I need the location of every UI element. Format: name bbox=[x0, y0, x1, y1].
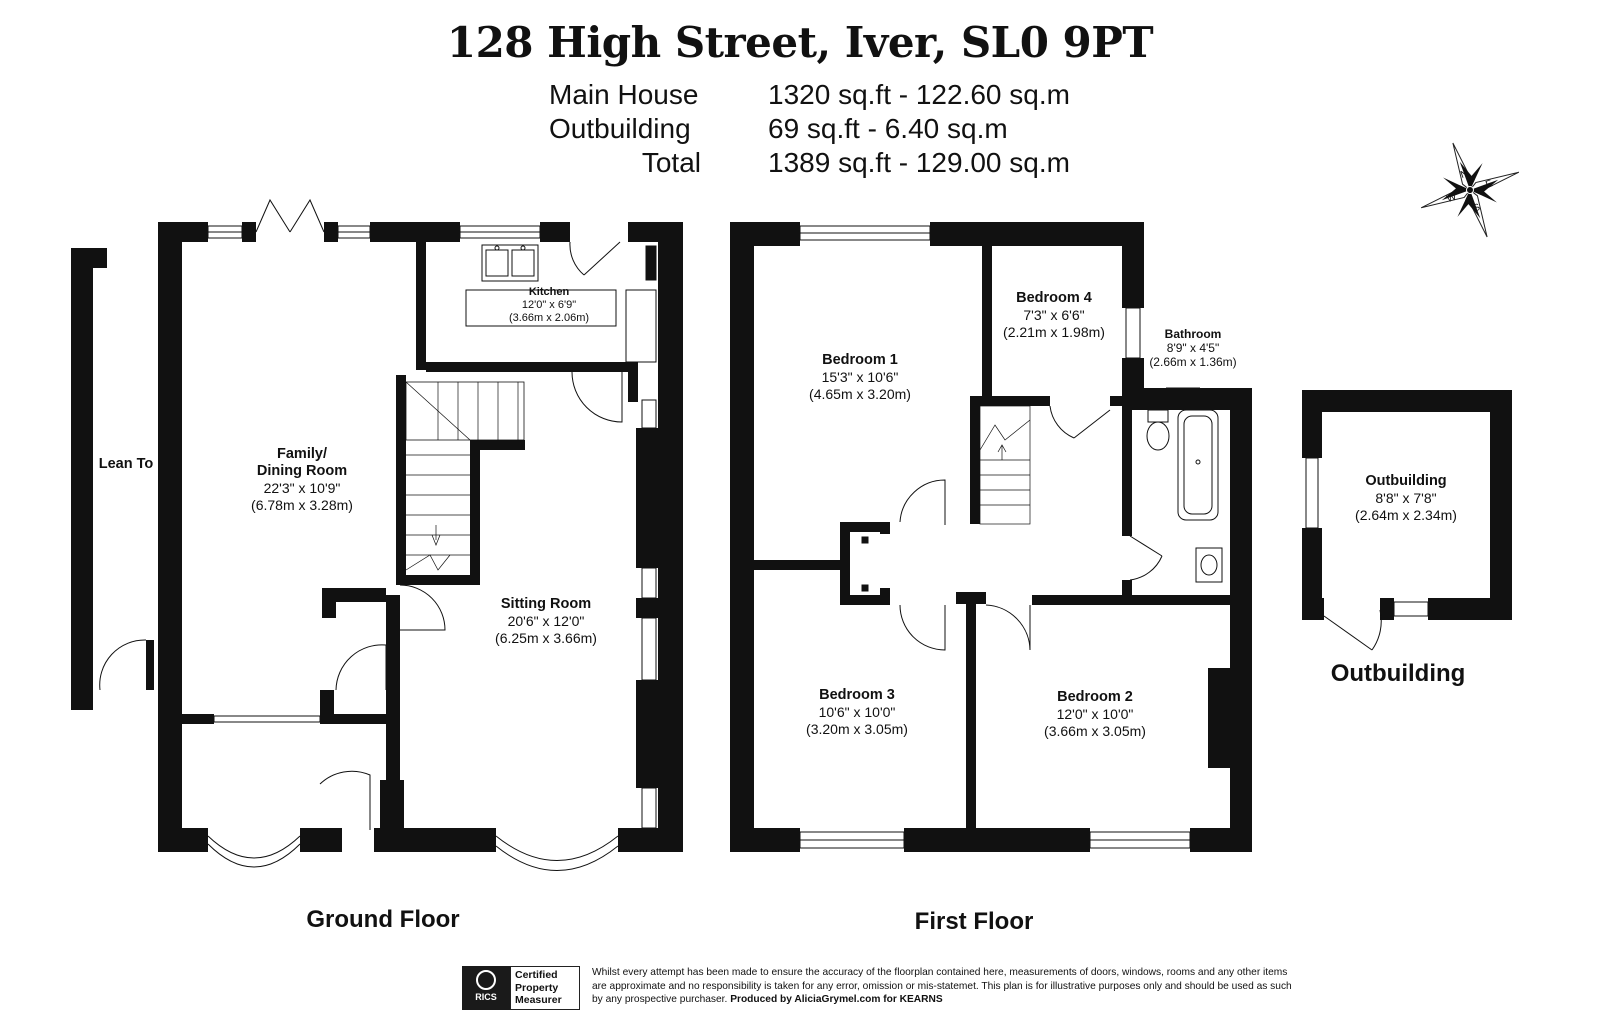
first-floor-fixtures bbox=[735, 225, 1223, 849]
room-kitchen: Kitchen 12'0" x 6'9" (3.66m x 2.06m) bbox=[509, 286, 589, 325]
room-name: Bedroom 4 bbox=[1016, 290, 1092, 306]
room-name: Family/ bbox=[277, 446, 327, 462]
area-label: Main House bbox=[549, 79, 699, 110]
room-name: Sitting Room bbox=[500, 596, 592, 612]
room-dims-imperial: 12'0" x 6'9" bbox=[521, 299, 577, 311]
outbuilding-label: Outbuilding bbox=[1330, 660, 1466, 687]
first-floor-walls bbox=[730, 222, 1252, 852]
ground-floor-fixtures bbox=[99, 198, 657, 871]
room-dims-metric: (3.66m x 3.05m) bbox=[1044, 723, 1146, 739]
first-floor-label: First Floor bbox=[914, 908, 1034, 935]
disclaimer-text: Whilst every attempt has been made to en… bbox=[592, 967, 1292, 1005]
compass-w: W bbox=[1445, 191, 1458, 205]
room-dims-metric: (2.64m x 2.34m) bbox=[1355, 507, 1457, 523]
area-value: 69 sq.ft - 6.40 sq.m bbox=[768, 113, 1008, 144]
ground-floor-label: Ground Floor bbox=[306, 906, 460, 933]
ground-floor-walls bbox=[71, 222, 683, 852]
room-lean-to: Lean To bbox=[99, 456, 154, 473]
room-bedroom-3: Bedroom 3 10'6" x 10'0" (3.20m x 3.05m) bbox=[806, 687, 908, 738]
area-label: Outbuilding bbox=[549, 113, 691, 144]
property-address: 128 High Street, Iver, SL0 9PT bbox=[446, 18, 1154, 67]
room-dims-imperial: 7'3" x 6'6" bbox=[1023, 307, 1085, 323]
room-dims-metric: (2.21m x 1.98m) bbox=[1003, 324, 1105, 340]
room-name: Kitchen bbox=[528, 286, 570, 298]
certified-measurer-badge: Certified Property Measurer bbox=[510, 966, 580, 1010]
room-dims-metric: (4.65m x 3.20m) bbox=[809, 386, 911, 402]
room-name: Bathroom bbox=[1164, 327, 1222, 341]
room-dims-metric: (3.20m x 3.05m) bbox=[806, 721, 908, 737]
area-value: 1320 sq.ft - 122.60 sq.m bbox=[768, 79, 1070, 110]
room-dims-imperial: 15'3" x 10'6" bbox=[821, 369, 899, 385]
room-family-dining: Family/ Dining Room 22'3" x 10'9" (6.78m… bbox=[251, 446, 353, 514]
rics-text: RICS bbox=[475, 992, 497, 1002]
room-dims-metric: (6.78m x 3.28m) bbox=[251, 497, 353, 513]
room-dims-imperial: 20'6" x 12'0" bbox=[507, 613, 585, 629]
room-dims-imperial: 22'3" x 10'9" bbox=[263, 480, 341, 496]
compass-icon: N E S W bbox=[1420, 142, 1520, 238]
badge-line: Property bbox=[515, 981, 559, 994]
room-name: Dining Room bbox=[256, 463, 348, 479]
disclaimer: Whilst every attempt has been made to en… bbox=[592, 966, 1302, 1007]
badge-line: Certified bbox=[515, 969, 558, 981]
room-name: Bedroom 3 bbox=[819, 687, 895, 703]
badge-line: Measurer bbox=[515, 994, 562, 1006]
outbuilding-fixtures bbox=[1305, 457, 1429, 651]
room-bedroom-2: Bedroom 2 12'0" x 10'0" (3.66m x 3.05m) bbox=[1044, 689, 1146, 740]
room-dims-metric: (6.25m x 3.66m) bbox=[495, 630, 597, 646]
room-outbuilding: Outbuilding 8'8" x 7'8" (2.64m x 2.34m) bbox=[1355, 473, 1457, 524]
room-name: Outbuilding bbox=[1365, 473, 1447, 489]
compass-e: E bbox=[1484, 178, 1494, 191]
room-name: Bedroom 1 bbox=[822, 352, 898, 368]
area-label: Total bbox=[641, 147, 701, 178]
room-dims-metric: (2.66m x 1.36m) bbox=[1149, 355, 1237, 369]
room-dims-metric: (3.66m x 2.06m) bbox=[508, 312, 590, 324]
area-value: 1389 sq.ft - 129.00 sq.m bbox=[768, 147, 1070, 178]
outbuilding-walls bbox=[1302, 390, 1512, 620]
compass-s: S bbox=[1472, 202, 1482, 215]
room-dims-imperial: 10'6" x 10'0" bbox=[818, 704, 896, 720]
room-bathroom: Bathroom 8'9" x 4'5" (2.66m x 1.36m) bbox=[1149, 327, 1236, 369]
room-dims-imperial: 8'8" x 7'8" bbox=[1375, 490, 1437, 506]
room-sitting: Sitting Room 20'6" x 12'0" (6.25m x 3.66… bbox=[495, 596, 597, 647]
rics-emblem-icon bbox=[476, 970, 496, 990]
room-dims-imperial: 12'0" x 10'0" bbox=[1056, 706, 1134, 722]
room-bedroom-4: Bedroom 4 7'3" x 6'6" (2.21m x 1.98m) bbox=[1003, 290, 1105, 341]
room-name: Bedroom 2 bbox=[1057, 689, 1133, 705]
compass-n: N bbox=[1459, 168, 1470, 181]
producer-credit: Produced by AliciaGrymel.com for KEARNS bbox=[730, 994, 943, 1005]
room-dims-imperial: 8'9" x 4'5" bbox=[1166, 341, 1220, 355]
rics-logo: RICS bbox=[462, 966, 510, 1010]
room-bedroom-1: Bedroom 1 15'3" x 10'6" (4.65m x 3.20m) bbox=[809, 352, 911, 403]
room-name: Lean To bbox=[98, 456, 154, 472]
